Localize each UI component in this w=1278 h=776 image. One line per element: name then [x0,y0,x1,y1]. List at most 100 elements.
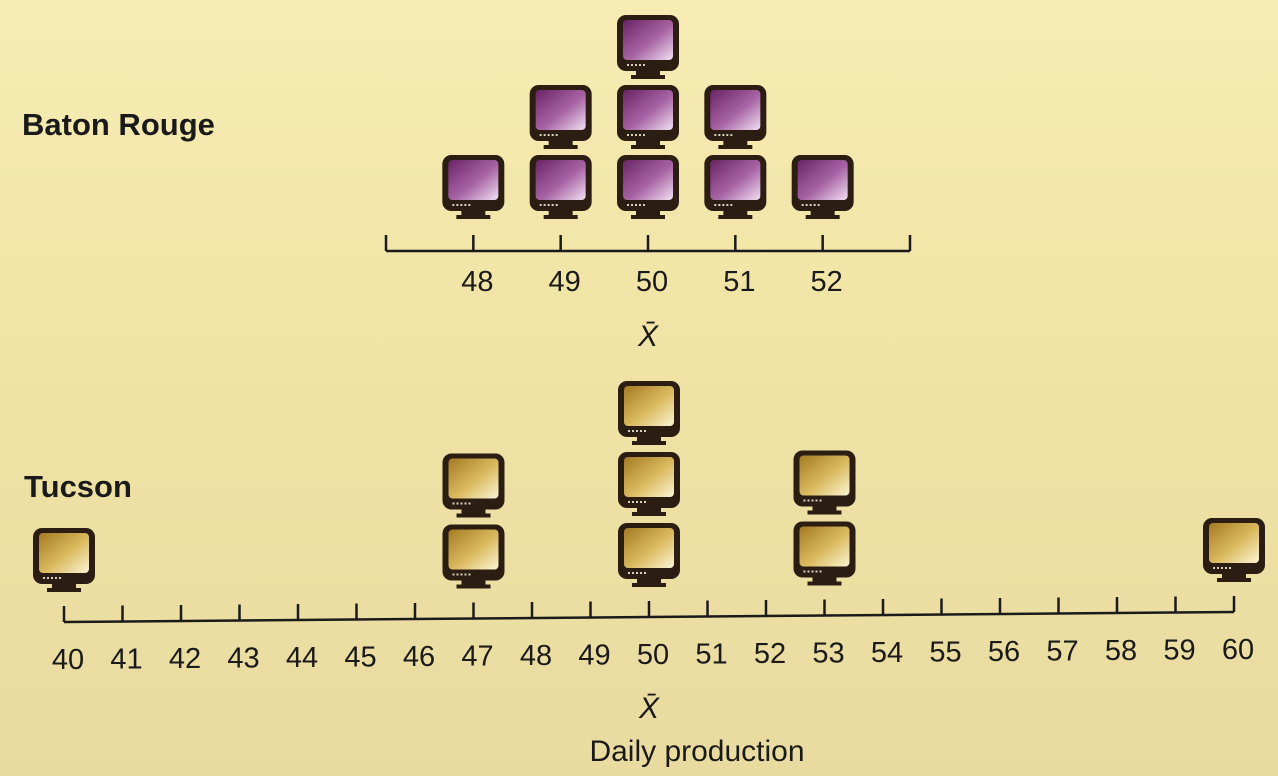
monitor-button [636,501,638,503]
monitor-screen [799,526,850,567]
monitor-screen [624,457,674,497]
monitor-button [631,134,633,136]
monitor-button [1229,567,1231,569]
monitor-button [468,573,471,576]
data-marker-monitor-icon [793,521,856,586]
tick-label: 44 [286,642,318,674]
monitor-button [635,204,637,206]
monitor-button [643,204,645,206]
monitor-button [51,577,53,579]
tick-label: 60 [1222,634,1254,666]
monitor-button [539,204,542,206]
tick-label: 56 [988,636,1020,668]
monitor-button [817,204,820,206]
data-marker-monitor-icon [617,85,679,149]
tucson-markers [33,381,1265,592]
monitor-button [726,134,729,136]
monitor-stand [456,215,491,219]
monitor-button [460,204,463,206]
monitor-button [639,134,641,136]
monitor-neck [723,211,748,216]
monitor-button [452,204,455,206]
tick-label: 52 [811,266,843,298]
monitor-button [1217,567,1219,569]
monitor-stand [543,145,578,149]
monitor-button [730,204,733,206]
monitor-button [813,204,816,206]
monitor-button [1213,567,1215,569]
monitor-stand [632,512,666,516]
tick-label: 46 [403,641,435,673]
data-marker-monitor-icon [1203,518,1265,582]
monitor-screen [535,160,586,200]
monitor-button [636,572,638,574]
monitor-button [635,64,637,66]
tick-label: 41 [110,644,142,676]
monitor-button [547,134,550,136]
monitor-button [809,204,812,206]
monitor-neck [812,506,837,512]
monitor-stand [718,215,753,219]
monitor-button [632,430,634,432]
monitor-button [640,430,642,432]
data-marker-monitor-icon [791,155,854,219]
monitor-button [807,570,810,573]
monitor-button [452,573,455,576]
monitor-screen [448,458,499,499]
data-marker-monitor-icon [442,155,505,219]
monitor-button [815,570,818,573]
data-marker-monitor-icon [793,450,856,515]
tick-label: 52 [754,638,786,670]
monitor-stand [631,215,665,219]
monitor-button [628,430,630,432]
tick-label: 47 [461,641,493,673]
data-marker-monitor-icon [617,155,679,219]
data-marker-monitor-icon [618,523,680,587]
monitor-button [456,204,459,206]
monitor-button [635,134,637,136]
monitor-button [811,570,814,573]
monitor-button [819,570,822,573]
monitor-screen [799,455,850,496]
monitor-screen [797,160,848,200]
x-axis-title: Daily production [589,735,804,768]
monitor-stand [807,581,842,586]
monitor-button [47,577,49,579]
monitor-button [464,573,467,576]
tick-label: 54 [871,637,903,669]
monitor-neck [637,508,661,513]
baton-rouge-mean-label: X̄ [637,320,659,353]
monitor-screen [623,160,673,200]
monitor-button [805,204,808,206]
monitor-screen [624,386,674,426]
monitor-button [803,570,806,573]
monitor-screen [448,160,499,200]
monitor-screen [624,528,674,568]
monitor-button [59,577,61,579]
monitor-neck [461,580,486,586]
data-marker-monitor-icon [704,155,767,219]
monitor-neck [52,584,76,589]
monitor-stand [632,583,666,587]
tick-label: 45 [344,642,376,674]
monitor-button [819,499,822,502]
tucson-mean-label: X̄ [638,692,660,725]
tick-label: 49 [549,266,581,298]
monitor-neck [461,509,486,515]
data-marker-monitor-icon [442,524,505,589]
monitor-button [726,204,729,206]
data-marker-monitor-icon [33,528,95,592]
monitor-button [644,501,646,503]
monitor-button [464,204,467,206]
monitor-neck [636,141,660,146]
monitor-button [627,64,629,66]
monitor-button [632,572,634,574]
monitor-stand [47,588,81,592]
monitor-stand [456,513,491,518]
tick-label: 48 [461,266,493,298]
monitor-stand [543,215,578,219]
monitor-button [43,577,45,579]
